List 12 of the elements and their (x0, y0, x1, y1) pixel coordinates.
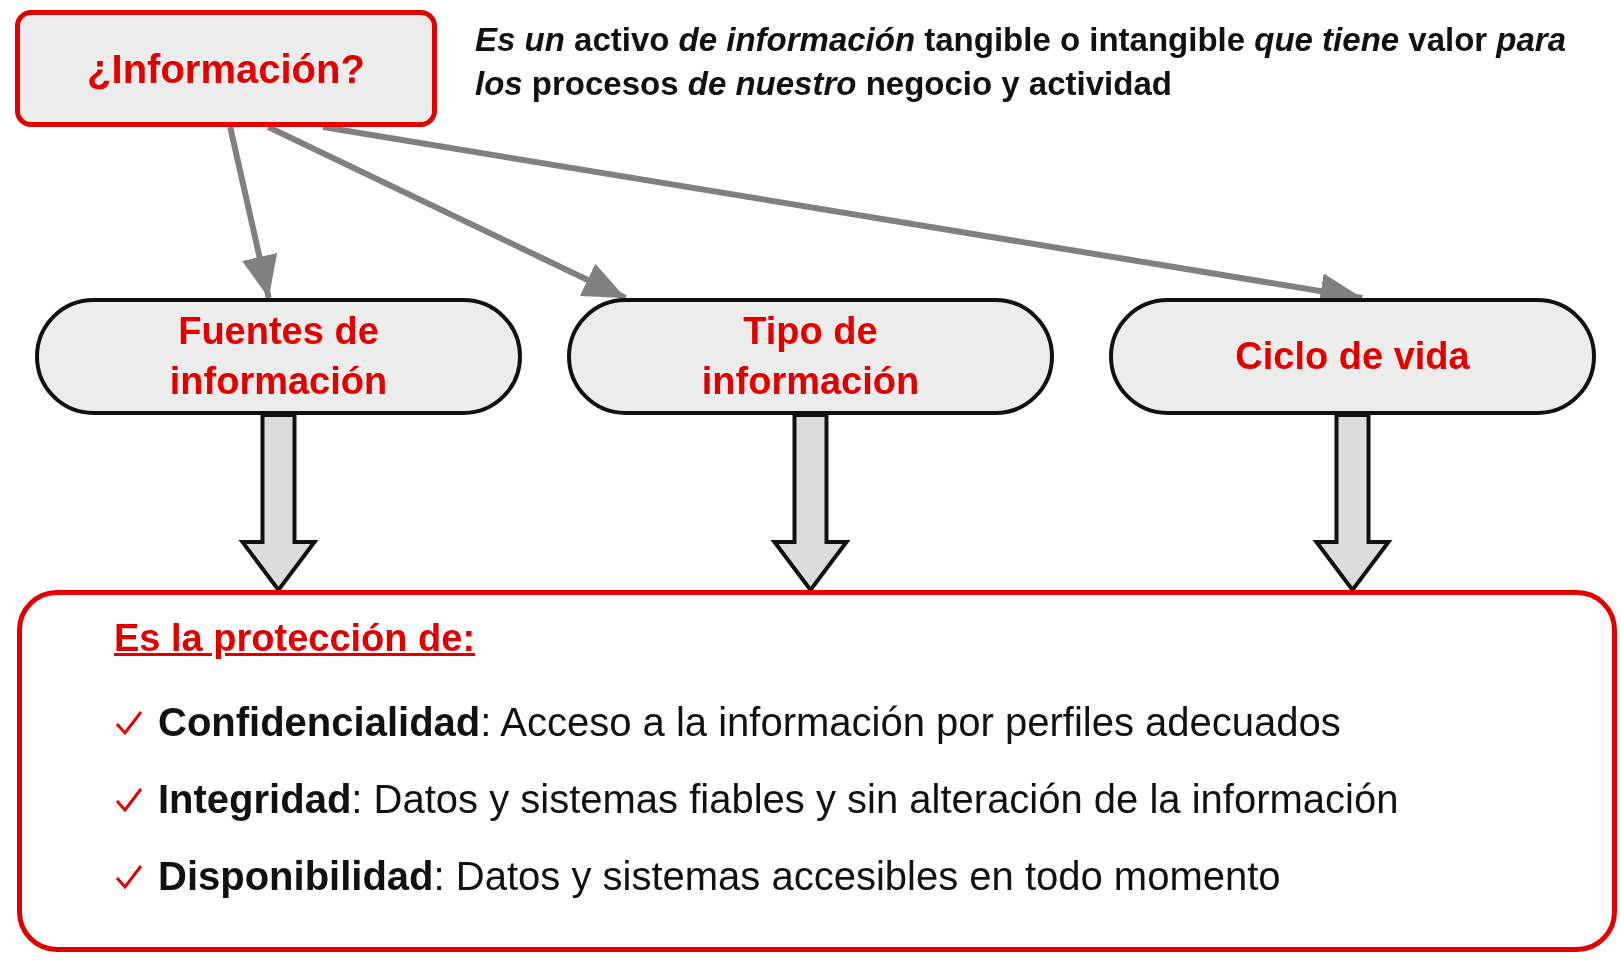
question-box (15, 10, 437, 127)
arrow (227, 126, 278, 299)
list-item-text: Confidencialidad: Acceso a la información por perfiles adecuados (158, 700, 1341, 745)
list-item-text: Integridad: Datos y sistemas fiables y sin alteración de la información (158, 777, 1399, 822)
node-label: Ciclo de vida (1235, 333, 1470, 379)
list-item-text: Disponibilidad: Datos y sistemas accesibles en todo momento (158, 854, 1281, 899)
node-label: Fuentes de información (168, 309, 389, 404)
panel-heading: Es la protección de: (114, 617, 476, 660)
node-label: ¿Información? (87, 45, 365, 93)
node-label: Tipo de información (700, 309, 921, 404)
definition-text: Es un activo de información tangible o intangible que tiene valor para los procesos de nuestro negocio y actividad (475, 20, 1568, 104)
definition-panel (17, 590, 1617, 952)
